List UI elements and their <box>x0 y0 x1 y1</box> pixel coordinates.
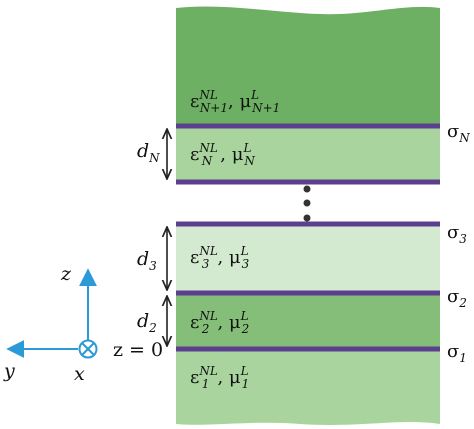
ellipsis-dot <box>303 214 311 222</box>
interface-label: σ3 <box>447 222 467 246</box>
z-axis-label: z <box>60 263 72 285</box>
thickness-label: dN <box>137 140 160 165</box>
interface-label: σ1 <box>447 341 467 365</box>
interface-label: σN <box>447 121 470 145</box>
layer-3-region <box>176 224 440 293</box>
layer-n-region <box>176 126 440 182</box>
y-axis-label: y <box>3 360 15 382</box>
x-axis-into-page-icon <box>78 339 98 359</box>
ellipsis-dot <box>303 185 311 193</box>
thickness-label: d3 <box>137 248 157 273</box>
layer-n-plus-1-region <box>176 6 440 126</box>
origin-label: z = 0 <box>113 339 163 361</box>
layer-1-region <box>176 349 440 425</box>
x-axis-label: x <box>74 363 85 385</box>
ellipsis-dot <box>303 199 311 207</box>
layer-2-region <box>176 293 440 349</box>
interface-label: σ2 <box>447 286 467 310</box>
thickness-label: d2 <box>137 310 157 335</box>
